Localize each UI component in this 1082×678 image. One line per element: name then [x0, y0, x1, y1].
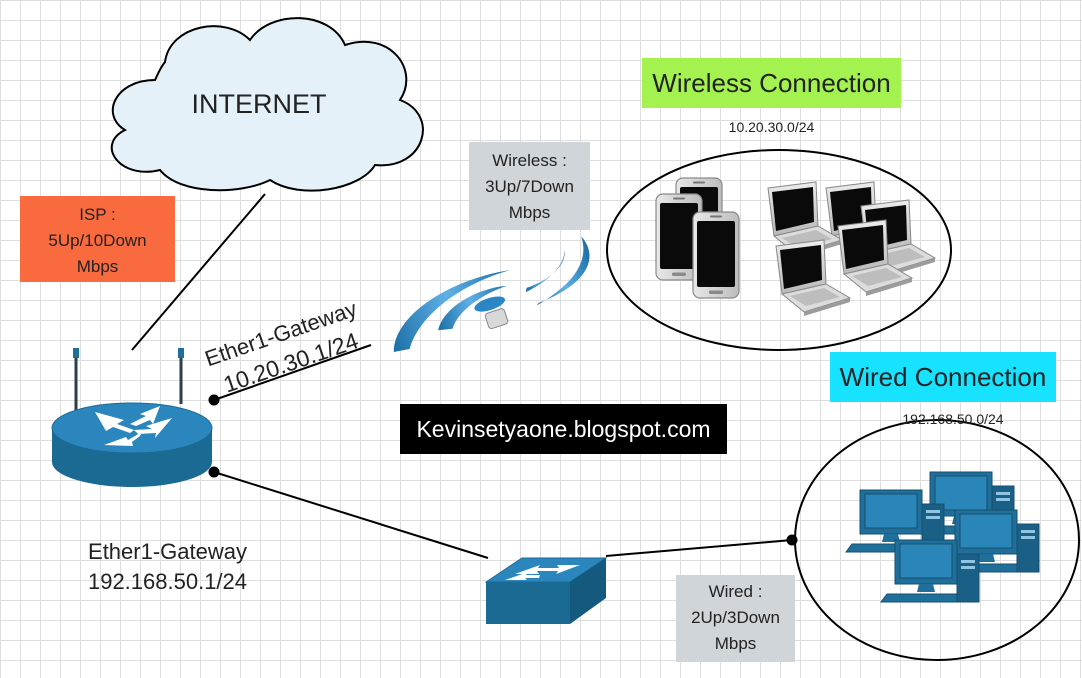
cloud-icon [110, 17, 424, 192]
isp-line-2: 5Up/10Down [48, 231, 147, 250]
wired-speed-line-1: Wired : [708, 582, 763, 601]
isp-line-3: Mbps [76, 257, 119, 276]
wireless-lan-ellipse [606, 149, 952, 351]
switch-to-wired-line [605, 539, 793, 557]
wired-gateway-line-1: Ether1-Gateway [88, 539, 247, 564]
wired-subnet-label: 192.168.50.0/24 [902, 411, 1004, 427]
wired-gateway-label: Ether1-Gateway 192.168.50.1/24 [60, 537, 275, 597]
isp-line-1: ISP : [79, 205, 116, 224]
gateway-underline [213, 344, 372, 401]
wired-speed-line-3: Mbps [714, 634, 757, 653]
router-icon [51, 348, 213, 487]
wireless-port-dot [208, 394, 220, 406]
wired-link-line [213, 471, 489, 559]
laptop-icon [767, 181, 936, 317]
desktop-computer-icon [845, 471, 1040, 603]
isp-link-line [131, 193, 266, 351]
blog-watermark: Kevinsetyaone.blogspot.com [400, 404, 727, 454]
wired-speed-line-2: 2Up/3Down [691, 608, 780, 627]
wireless-subnet-label: 10.20.30.0/24 [728, 119, 815, 135]
wired-gateway-line-2: 192.168.50.1/24 [87, 569, 248, 594]
wired-port-dot [208, 466, 220, 478]
internet-label: INTERNET [192, 89, 327, 119]
wireless-speed-line-3: Mbps [508, 203, 551, 222]
wireless-speed-line-1: Wireless : [492, 151, 567, 170]
isp-speed-box: ISP : 5Up/10Down Mbps [20, 196, 175, 282]
wired-connection-header: Wired Connection [830, 352, 1056, 402]
wireless-speed-box: Wireless : 3Up/7Down Mbps [469, 142, 590, 230]
wired-speed-box: Wired : 2Up/3Down Mbps [676, 575, 795, 662]
wireless-connection-header: Wireless Connection [642, 58, 901, 108]
wireless-signal-icon [393, 236, 590, 353]
switch-icon [484, 557, 608, 624]
smartphone-icon [655, 177, 740, 299]
wireless-speed-line-2: 3Up/7Down [485, 177, 574, 196]
wired-lan-ellipse [794, 419, 1080, 661]
